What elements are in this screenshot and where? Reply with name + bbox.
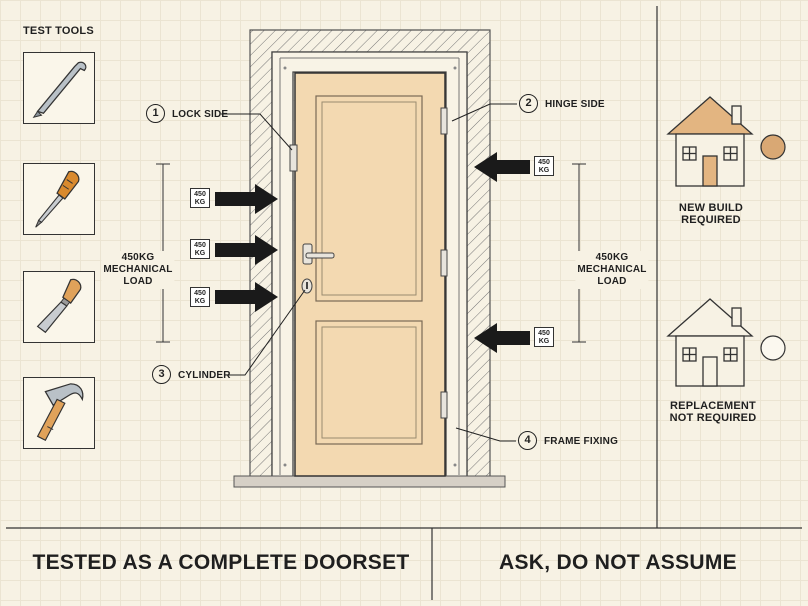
- load-arrows-right: [474, 152, 530, 353]
- cylinder-leader: [228, 289, 306, 376]
- crowbar-icon: [23, 52, 95, 124]
- chisel-icon: [23, 271, 95, 343]
- callout-label-lock-side: LOCK SIDE: [172, 109, 229, 120]
- new-build-indicator-filled: [760, 134, 786, 160]
- frame-screws: [283, 66, 457, 467]
- replacement-indicator-empty: [760, 335, 786, 361]
- screwdriver-icon: [23, 163, 95, 235]
- callout-label-hinge-side: HINGE SIDE: [545, 99, 605, 110]
- lock-side-leader: [221, 113, 293, 151]
- door-sill: [233, 475, 506, 488]
- tools-title: TEST TOOLS: [23, 25, 94, 37]
- callout-label-frame-fixing: FRAME FIXING: [544, 436, 619, 447]
- load-arrows-left: [215, 184, 278, 312]
- door-cylinder: [301, 278, 313, 294]
- hammer-icon: [23, 377, 95, 449]
- callout-number-cylinder: 3: [152, 365, 171, 384]
- hinge-side-leader: [451, 103, 517, 122]
- lock-keep: [289, 144, 298, 172]
- door-leaf: [294, 72, 446, 477]
- callout-label-cylinder: CYLINDER: [178, 370, 231, 381]
- house-replacement-icon: [666, 298, 754, 387]
- door-handle: [302, 243, 335, 265]
- callout-number-frame-fixing: 4: [518, 431, 537, 450]
- callout-number-hinge-side: 2: [519, 94, 538, 113]
- footer-left-text: TESTED AS A COMPLETE DOORSET: [32, 551, 410, 574]
- frame-fixing-leader: [455, 427, 516, 442]
- hinges: [440, 107, 448, 419]
- callout-number-lock-side: 1: [146, 104, 165, 123]
- footer-right-text: ASK, DO NOT ASSUME: [499, 551, 737, 574]
- house-new-build-icon: [666, 96, 754, 187]
